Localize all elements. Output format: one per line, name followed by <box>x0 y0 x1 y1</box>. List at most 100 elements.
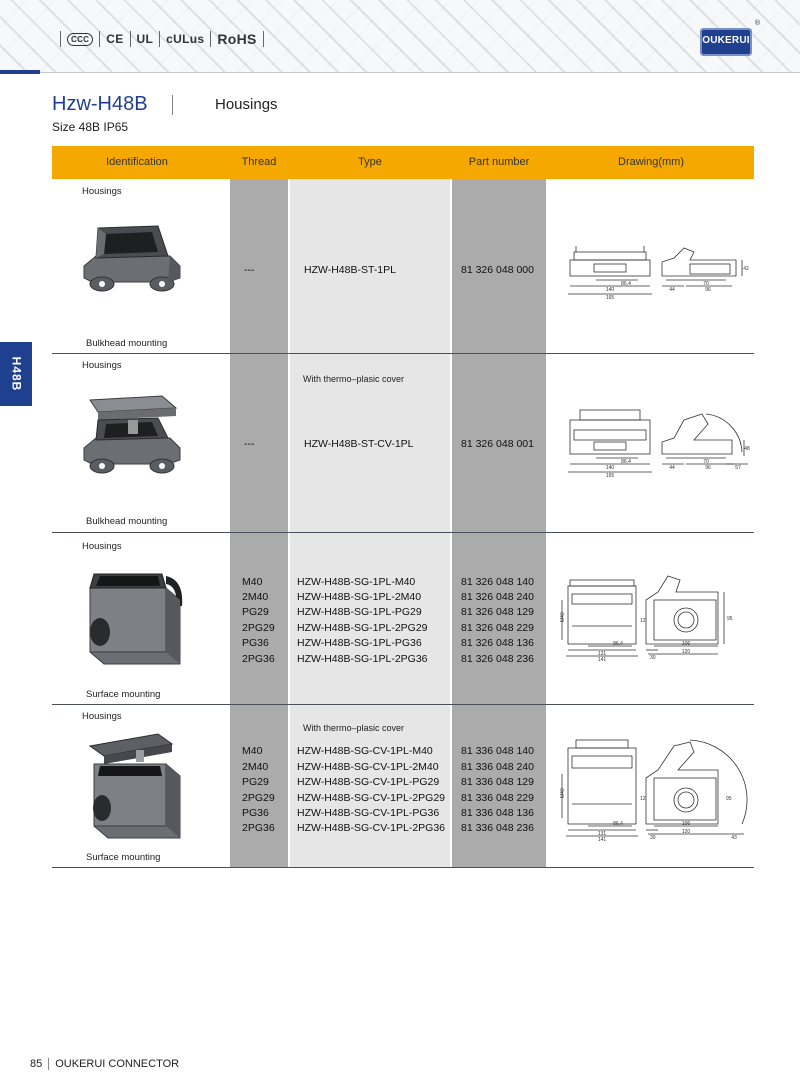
bulkhead-cover-drawing: 140 165 86,4 48 44 70 96 57 <box>568 409 750 479</box>
cert-separator <box>159 31 161 47</box>
surface-cover-housing-photo <box>88 733 181 839</box>
dim-width-2: 141 <box>598 657 607 663</box>
mounting-label: Surface mounting <box>86 852 161 863</box>
dim-width-2: 141 <box>598 837 607 843</box>
type-cell: HZW-H48B-SG-1PL-PG36 <box>297 637 422 649</box>
part-number-cell: 81 326 048 229 <box>461 622 534 634</box>
thread-cell: 2PG29 <box>242 622 275 634</box>
dim-width-3: 86,4 <box>621 281 631 287</box>
thread-cell: --- <box>244 438 255 450</box>
rohs-mark-icon: RoHS <box>217 31 257 47</box>
part-number-cell: 81 326 048 129 <box>461 606 534 618</box>
thread-cell: 2PG36 <box>242 822 275 834</box>
section-label: Housings <box>82 711 122 722</box>
cover-note: With thermo–plasic cover <box>303 723 405 733</box>
page-title: Hzw-H48B <box>52 93 148 115</box>
dim-thread-label: M40 <box>560 612 566 622</box>
part-number-cell: 81 336 048 136 <box>461 807 534 819</box>
dim-thread-label: M40 <box>560 788 566 798</box>
cover-note: With thermo–plasic cover <box>303 374 405 384</box>
dim-side-2: 106 <box>682 821 691 827</box>
logo-plate: OUKERUI <box>700 28 752 56</box>
type-cell: HZW-H48B-SG-1PL-2PG29 <box>297 622 428 634</box>
registered-mark: ® <box>754 20 760 27</box>
dim-width-1: 140 <box>606 465 615 471</box>
type-cell: HZW-H48B-ST-1PL <box>304 264 396 276</box>
type-cell: HZW-H48B-SG-1PL-2M40 <box>297 591 422 603</box>
part-number-cell: 81 336 048 129 <box>461 776 534 788</box>
part-number-cell: 81 336 048 140 <box>461 745 534 757</box>
dim-height: 95 <box>726 796 732 802</box>
dim-height: 42 <box>743 266 749 272</box>
dim-side-1: 30 <box>650 835 656 841</box>
table-header: Identification Thread Type Part number D… <box>52 146 754 179</box>
type-cell: HZW-H48B-SG-1PL-M40 <box>297 576 416 588</box>
row-divider <box>52 532 754 533</box>
type-cell: HZW-H48B-SG-CV-1PL-2PG36 <box>297 822 446 834</box>
footer-brand: OUKERUI CONNECTOR <box>55 1058 180 1070</box>
mounting-label: Surface mounting <box>86 689 161 700</box>
dim-width-1: 140 <box>606 287 615 293</box>
part-number-cell: 81 336 048 240 <box>461 761 534 773</box>
logo-text: OUKERUI <box>702 35 750 46</box>
brand-logo: OUKERUI ® <box>700 20 760 62</box>
col-header-identification: Identification <box>106 156 168 168</box>
type-column-bg <box>290 179 450 867</box>
col-header-thread: Thread <box>241 156 277 168</box>
thread-cell: PG29 <box>242 776 269 788</box>
side-tab-label: H48B <box>9 356 23 392</box>
mounting-label: Bulkhead mounting <box>86 338 168 349</box>
cert-separator <box>99 31 101 47</box>
footer-separator <box>48 1058 50 1070</box>
section-label: Housings <box>82 360 122 371</box>
type-cell: HZW-H48B-SG-CV-1PL-PG29 <box>297 776 440 788</box>
part-number-cell: 81 336 048 236 <box>461 822 534 834</box>
dim-width-3: 86,4 <box>621 459 631 465</box>
row-divider <box>52 353 754 354</box>
dim-side-1: 44 <box>669 287 675 293</box>
section-side-tab: H48B <box>0 342 32 406</box>
ce-mark-icon: CE <box>106 32 124 46</box>
header-band <box>0 0 800 72</box>
section-label: Housings <box>82 541 122 552</box>
part-number-cell: 81 326 048 140 <box>461 576 534 588</box>
part-number-cell: 81 326 048 000 <box>461 264 534 276</box>
part-number-cell: 81 326 048 001 <box>461 438 534 450</box>
thread-cell: 2M40 <box>242 761 269 773</box>
thread-cell: M40 <box>242 745 263 757</box>
dim-side-1: 44 <box>669 465 675 471</box>
dim-height: 95 <box>727 616 733 622</box>
row-divider <box>52 704 754 705</box>
col-header-drawing: Drawing(mm) <box>618 156 684 168</box>
bulkhead-cover-housing-photo <box>83 395 181 474</box>
part-number-cell: 81 336 048 229 <box>461 792 534 804</box>
ccc-mark-icon: CCC <box>67 32 94 46</box>
size-spec: Size 48B IP65 <box>52 120 129 134</box>
thread-cell: --- <box>244 264 255 276</box>
dim-width-2: 165 <box>606 473 615 479</box>
dim-side-2: 70 <box>703 281 709 287</box>
dim-offset: 12 <box>640 796 646 802</box>
cert-separator <box>60 31 61 47</box>
page-number: 85 <box>30 1058 43 1070</box>
type-cell: HZW-H48B-ST-CV-1PL <box>304 438 414 450</box>
dim-side-3: 120 <box>682 829 691 835</box>
dim-width-1: 131 <box>598 831 607 837</box>
type-cell: HZW-H48B-SG-CV-1PL-2PG29 <box>297 792 446 804</box>
type-cell: HZW-H48B-SG-1PL-2PG36 <box>297 653 428 665</box>
thread-cell: 2PG29 <box>242 792 275 804</box>
dim-side-4: 43 <box>731 835 737 841</box>
dim-side-1: 30 <box>650 655 656 661</box>
part-number-cell: 81 326 048 236 <box>461 653 534 665</box>
cert-separator <box>262 31 264 47</box>
part-column-bg <box>452 179 546 867</box>
surface-drawing: 131 141 86,4 M40 95 30 106 120 12 <box>560 575 733 663</box>
part-number-cell: 81 326 048 240 <box>461 591 534 603</box>
dim-width-2: 165 <box>606 295 615 301</box>
ul-mark-icon: UL <box>136 32 154 46</box>
mounting-label: Bulkhead mounting <box>86 516 168 527</box>
dim-side-3: 120 <box>682 649 691 655</box>
type-cell: HZW-H48B-SG-CV-1PL-2M40 <box>297 761 439 773</box>
col-header-type: Type <box>358 156 382 168</box>
dim-side-4: 57 <box>735 465 741 471</box>
